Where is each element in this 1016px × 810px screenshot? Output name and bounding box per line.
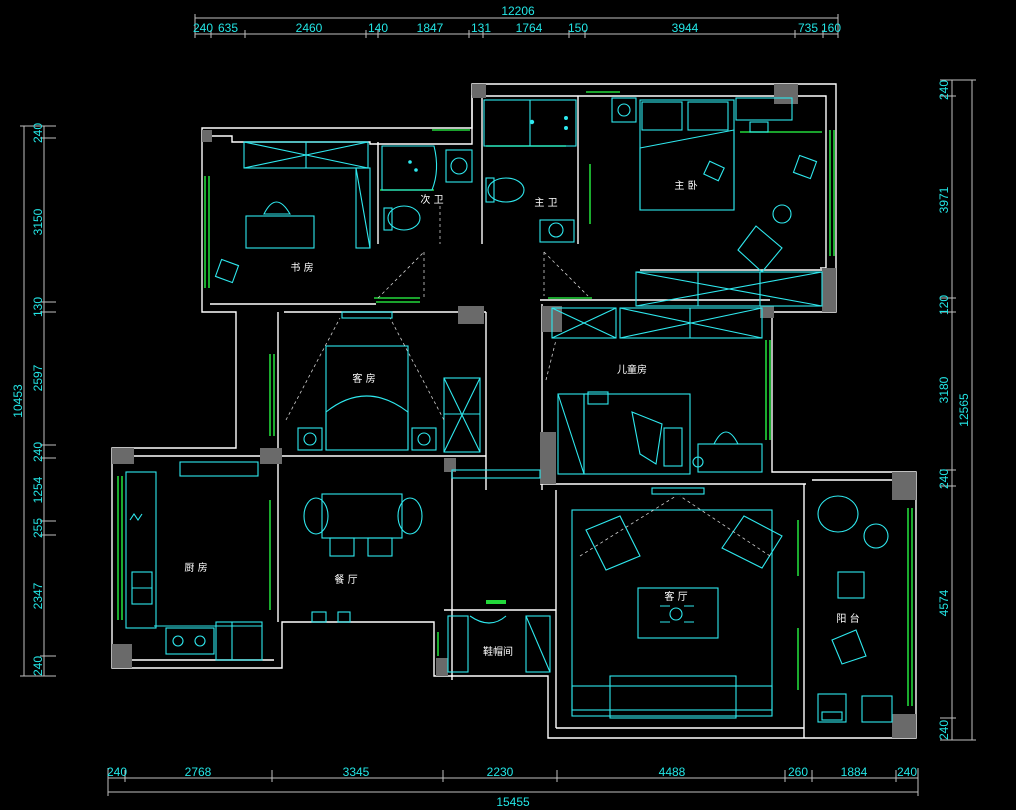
door-swings: [377, 206, 589, 381]
right-dimension: 120: [937, 295, 951, 315]
left-dimension: 240: [31, 442, 45, 462]
top-dimension: 160: [821, 21, 841, 35]
right-total-dimension: 12565: [957, 393, 971, 427]
room-labels: 书 房 次 卫 主 卫 主 卧 客 房 儿童房 厨 房 餐 厅 客 厅 阳 台 …: [184, 179, 859, 658]
windows: [117, 91, 913, 706]
room-label-kids-room: 儿童房: [617, 363, 647, 376]
room-label-guest-room: 客 房: [352, 372, 375, 385]
left-dimension: 3150: [31, 208, 45, 235]
right-dimensions: 240 3971 120 3180 240 4574 240 12565: [937, 79, 976, 741]
left-dimension: 255: [31, 518, 45, 538]
balcony-furniture: [817, 495, 893, 723]
right-dimension: 240: [937, 469, 951, 489]
bottom-total-dimension: 15455: [496, 795, 530, 809]
study-furniture: [214, 141, 371, 284]
top-dimension: 3944: [672, 21, 699, 35]
cloakroom-furniture: [447, 600, 551, 673]
bottom-dimension: 3345: [343, 765, 370, 779]
room-label-dining: 餐 厅: [334, 573, 357, 586]
top-dimension: 1847: [417, 21, 444, 35]
top-dimension: 150: [568, 21, 588, 35]
room-label-cloakroom: 鞋帽间: [483, 645, 513, 658]
bottom-dimensions: 240 2768 3345 2230 4488 260 1884 240 154…: [107, 765, 919, 809]
dining-furniture: [303, 469, 541, 623]
left-total-dimension: 10453: [11, 384, 25, 418]
guest-room-furniture: [285, 311, 481, 453]
bottom-dimension: 2230: [487, 765, 514, 779]
left-dimension: 2347: [31, 582, 45, 609]
right-dimension: 240: [937, 720, 951, 740]
top-dimension: 2460: [296, 21, 323, 35]
bottom-dimension: 240: [107, 765, 127, 779]
right-dimension: 4574: [937, 589, 951, 616]
right-dimension: 3971: [937, 186, 951, 213]
top-dimension: 131: [471, 21, 491, 35]
top-dimension: 240: [193, 21, 213, 35]
kitchen-furniture: [125, 461, 263, 661]
kids-room-furniture: [551, 307, 763, 475]
room-label-living: 客 厅: [664, 590, 687, 603]
living-room-furniture: [571, 487, 783, 719]
bottom-dimension: 260: [788, 765, 808, 779]
left-dimension: 240: [31, 123, 45, 143]
left-dimension: 2597: [31, 364, 45, 391]
top-ticks: [194, 14, 839, 38]
bottom-dimension: 1884: [841, 765, 868, 779]
right-dimension: 240: [937, 80, 951, 100]
bottom-dimension: 4488: [659, 765, 686, 779]
top-dimension: 1764: [516, 21, 543, 35]
top-dimension: 635: [218, 21, 238, 35]
bottom-dimension: 240: [897, 765, 917, 779]
left-dimension: 1254: [31, 476, 45, 503]
column-blocks: [112, 84, 916, 738]
top-dimensions: 12206 240 635 2460 140 1847 131 1764 150…: [193, 4, 841, 38]
room-label-master-bath: 主 卫: [534, 197, 557, 209]
bottom-dimension: 2768: [185, 765, 212, 779]
right-dimension: 3180: [937, 376, 951, 403]
left-dimension: 240: [31, 656, 45, 676]
room-label-master-bedroom: 主 卧: [674, 179, 697, 192]
left-dimensions: 10453 240 3150 130 2597 240 1254 255 234…: [11, 123, 56, 677]
bathroom-fixtures: [381, 99, 577, 243]
top-dimension: 140: [368, 21, 388, 35]
top-total-dimension: 12206: [501, 4, 535, 18]
left-dimension: 130: [31, 297, 45, 317]
top-dimension: 735: [798, 21, 818, 35]
walls: [111, 83, 917, 739]
room-label-balcony: 阳 台: [836, 612, 859, 625]
room-label-second-bath: 次 卫: [420, 193, 443, 206]
master-bedroom-furniture: [611, 97, 823, 307]
room-label-kitchen: 厨 房: [184, 561, 207, 574]
room-label-study: 书 房: [290, 261, 313, 274]
